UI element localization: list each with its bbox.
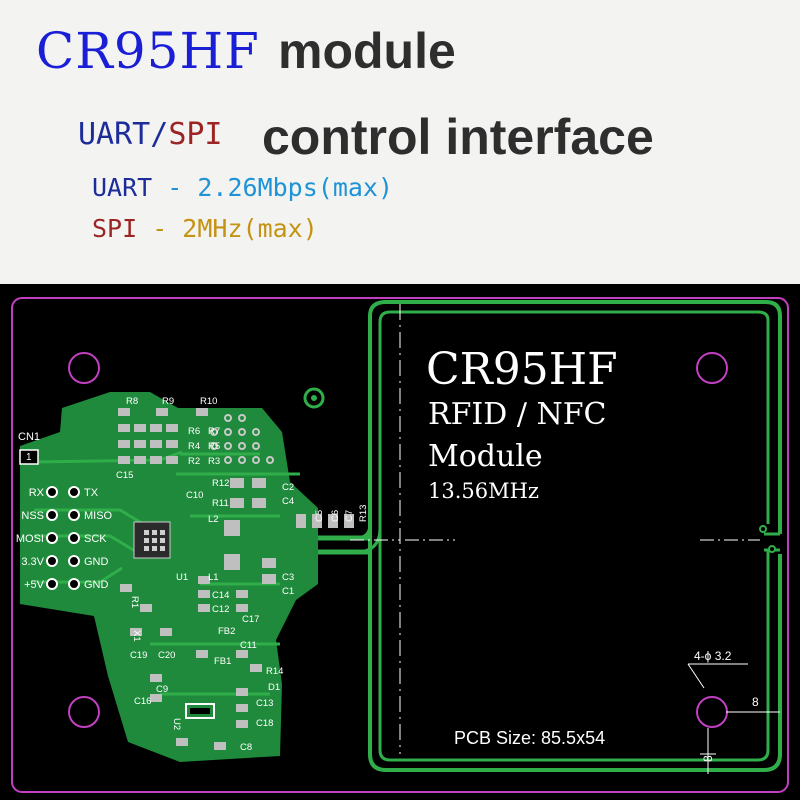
connector-pin <box>68 532 80 544</box>
board-module-label: Module <box>428 439 543 474</box>
interface-caption: control interface <box>262 109 654 165</box>
connector-label: CN1 <box>18 431 40 443</box>
component-label: C20 <box>158 650 175 661</box>
component-label: R4 <box>188 441 200 452</box>
component-label: C12 <box>212 604 229 615</box>
component-label: C17 <box>242 614 259 625</box>
connector-cn1 <box>19 449 80 590</box>
spi-speed-line: SPI - 2MHz(max) <box>92 216 318 241</box>
component-label: C7 <box>344 510 355 522</box>
component-label: R5 <box>208 441 220 452</box>
module-caption: module <box>278 23 456 79</box>
component-label: R8 <box>126 396 138 407</box>
pin-label-3v3: 3.3V <box>21 556 44 568</box>
mount-hole <box>68 696 100 728</box>
component-label: R13 <box>358 505 369 522</box>
pcb-layout: CN1 1 RX NSS MOSI 3.3V +5V TX MISO SCK G… <box>0 284 800 800</box>
pin-label-gnd-2: GND <box>84 579 109 591</box>
mounting-holes <box>68 352 728 728</box>
mount-hole <box>696 352 728 384</box>
dimension-value: 8 <box>752 695 759 709</box>
connector-pin <box>46 486 58 498</box>
component-label: R2 <box>188 456 200 467</box>
interface-uart: UART <box>78 117 151 152</box>
component-label: L1 <box>208 572 219 583</box>
center-line <box>350 304 760 754</box>
connector-pin <box>68 555 80 567</box>
component-label: U1 <box>176 572 188 583</box>
component-label: C13 <box>256 698 273 709</box>
connector-pin <box>68 486 80 498</box>
pin-label-nss: NSS <box>21 510 44 522</box>
connector-pin <box>46 509 58 521</box>
circuit-area <box>20 392 354 762</box>
component-label: R12 <box>212 478 229 489</box>
pcb-size-label: PCB Size: 85.5x54 <box>454 728 605 748</box>
component-label: C11 <box>240 640 257 651</box>
interface-line: UART/SPI <box>78 120 223 150</box>
pin1-marker: 1 <box>26 452 32 463</box>
component-label: R3 <box>208 456 220 467</box>
dimension-annotation <box>687 663 780 774</box>
component-label: R7 <box>208 426 220 437</box>
component-label: D1 <box>268 682 280 693</box>
component-label: R11 <box>212 498 229 509</box>
component-label: L2 <box>208 514 219 525</box>
component-label: C16 <box>134 696 151 707</box>
connector-pin <box>68 509 80 521</box>
component-label: R1 <box>129 596 140 608</box>
pin-label-mosi: MOSI <box>16 533 44 545</box>
pin-label-gnd-1: GND <box>84 556 109 568</box>
mount-hole <box>68 352 100 384</box>
uart-speed-value: - 2.26Mbps(max) <box>152 173 394 202</box>
interface-slash: / <box>150 117 169 152</box>
pin-label-miso: MISO <box>84 510 113 522</box>
component-label: C8 <box>240 742 252 753</box>
component-label: C1 <box>282 586 294 597</box>
ic-u2 <box>185 703 215 719</box>
uart-speed-line: UART - 2.26Mbps(max) <box>92 175 393 200</box>
pin-label-tx: TX <box>84 487 99 499</box>
board-edge <box>11 297 789 793</box>
pin-label-5v: +5V <box>24 579 45 591</box>
interface-spi: SPI <box>168 117 223 152</box>
component-label: C19 <box>130 650 147 661</box>
component-label: R10 <box>200 396 217 407</box>
component-label: C10 <box>186 490 203 501</box>
dimension-value: 8 <box>701 755 715 762</box>
component-label: FB2 <box>218 626 235 637</box>
antenna-coil <box>310 300 782 772</box>
board-title: CR95HF <box>426 344 618 395</box>
pin-label-rx: RX <box>29 487 45 499</box>
board-subtitle: RFID / NFC <box>428 397 607 432</box>
component-label: R9 <box>162 396 174 407</box>
component-label: R14 <box>266 666 283 677</box>
uart-speed-label: UART <box>92 173 153 202</box>
component-label: U2 <box>171 718 182 730</box>
spec-header: CR95HF module UART/SPI control interface… <box>0 0 800 284</box>
component-label: C6 <box>330 510 341 522</box>
component-label: C18 <box>256 718 273 729</box>
component-label: C2 <box>282 482 294 493</box>
board-frequency: 13.56MHz <box>428 479 539 503</box>
connector-pin <box>46 555 58 567</box>
component-label: C3 <box>282 572 294 583</box>
spi-speed-label: SPI <box>92 214 138 243</box>
connector-pin <box>46 532 58 544</box>
component-label: C9 <box>156 684 168 695</box>
component-label: C4 <box>282 496 294 507</box>
component-label: C15 <box>116 470 133 481</box>
spi-speed-value: - 2MHz(max) <box>137 214 318 243</box>
component-label: X1 <box>131 630 142 642</box>
hole-note: 4-ϕ 3.2 <box>694 649 732 663</box>
pin-label-sck: SCK <box>84 533 107 545</box>
connector-pin <box>68 578 80 590</box>
component-label: FB1 <box>214 656 231 667</box>
component-label: C14 <box>212 590 229 601</box>
component-label: C5 <box>314 510 325 522</box>
connector-pin <box>46 578 58 590</box>
component-label: R6 <box>188 426 200 437</box>
chip-title: CR95HF <box>36 22 260 80</box>
